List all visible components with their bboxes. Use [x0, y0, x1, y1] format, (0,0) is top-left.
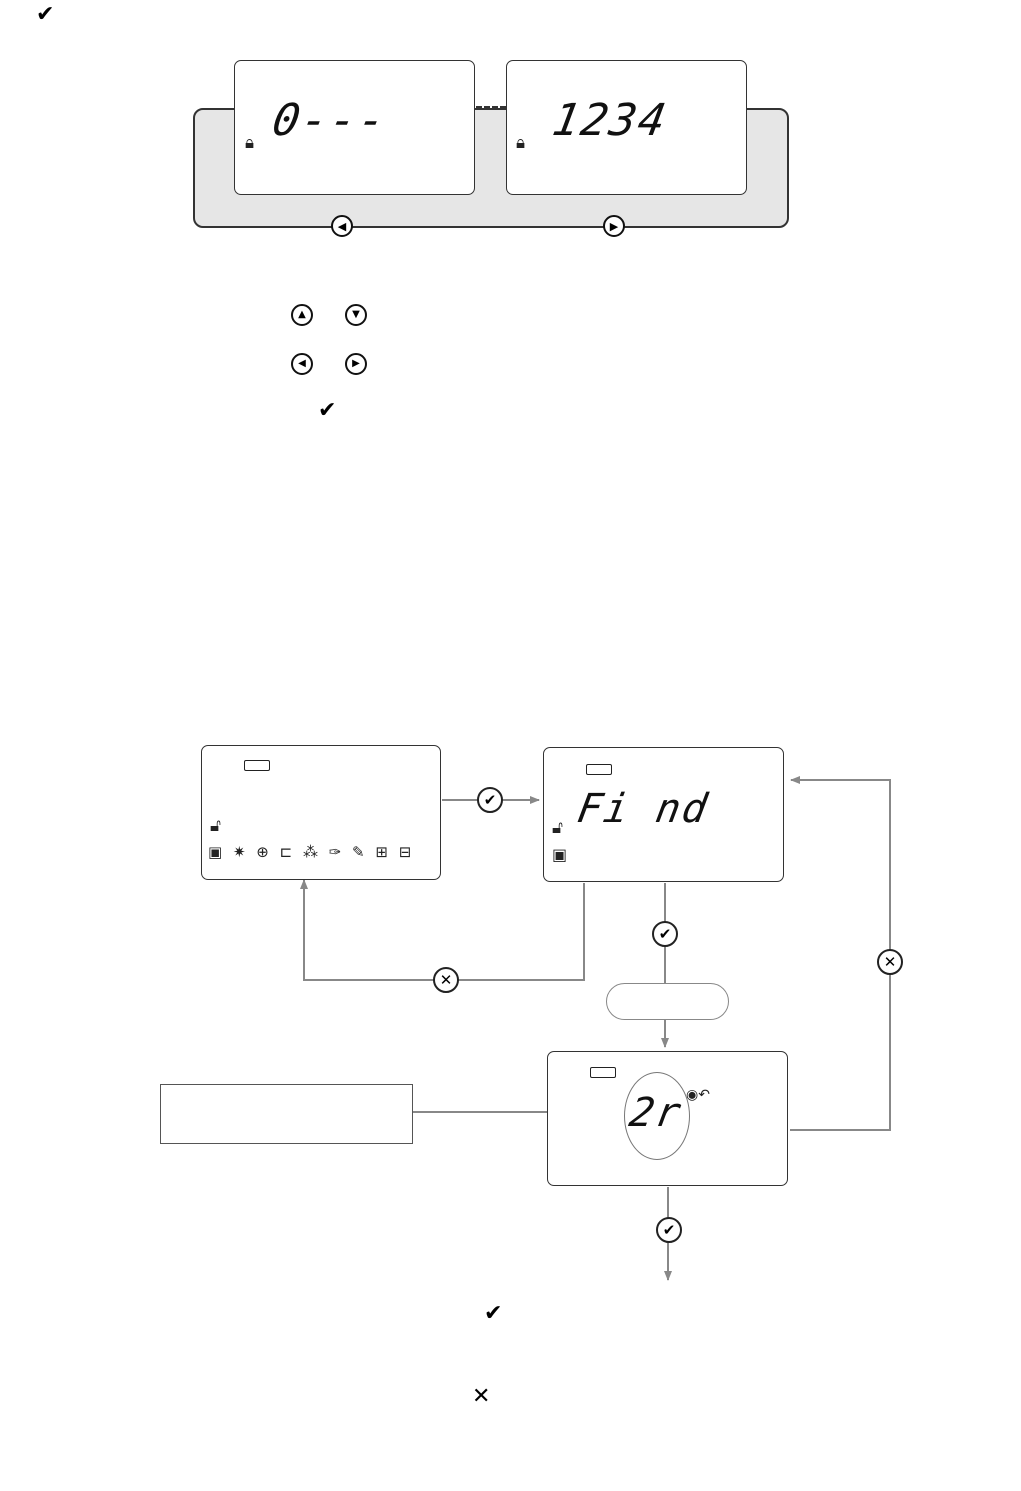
battery-icon	[586, 764, 612, 775]
check-button[interactable]: ✔	[477, 787, 503, 813]
result-highlight-ellipse	[624, 1072, 690, 1160]
lock-icon: 🔒︎	[245, 133, 255, 153]
unlock-icon: 🔓︎	[552, 818, 564, 838]
lock-icon: 🔒︎	[516, 133, 526, 153]
lcd-display-left: 🔒︎ 0---	[234, 60, 475, 195]
cross-icon: ✕	[472, 1384, 491, 1409]
searching-status-pill	[606, 983, 729, 1020]
lcd-result: 2r ◉↶	[547, 1051, 788, 1186]
check-button[interactable]: ✔	[656, 1217, 682, 1243]
check-icon: ✔	[484, 1301, 503, 1326]
battery-icon	[244, 760, 270, 771]
right-arrow-button[interactable]: ▶	[603, 215, 625, 237]
menu-icon: ▣	[552, 845, 568, 864]
check-icon: ✔	[318, 398, 337, 423]
arrow-find-to-menu	[300, 879, 585, 981]
right-arrow-button[interactable]: ▶	[345, 353, 367, 375]
check-icon: ✔	[36, 2, 55, 27]
battery-icon	[590, 1067, 616, 1078]
up-arrow-button[interactable]: ▲	[291, 304, 313, 326]
lcd-menu: 🔓︎ ▣ ✷ ⊕ ⊏ ⁂ ✑ ✎ ⊞ ⊟	[201, 745, 441, 880]
left-arrow-button[interactable]: ◀	[331, 215, 353, 237]
find-display: Fi nd	[573, 786, 713, 832]
dashed-connector	[476, 106, 506, 108]
lcd-find: Fi nd 🔓︎ ▣	[543, 747, 784, 882]
lcd-display-right: 🔒︎ 1234	[506, 60, 747, 195]
callout-box	[160, 1084, 413, 1144]
check-button[interactable]: ✔	[652, 921, 678, 947]
result-display: 2r	[625, 1090, 687, 1136]
left-arrow-button[interactable]: ◀	[291, 353, 313, 375]
signal-icon: ◉↶	[686, 1087, 710, 1103]
arrow-result-to-find	[790, 776, 891, 1131]
unlock-icon: 🔓︎	[210, 816, 222, 836]
cancel-button[interactable]: ✕	[877, 949, 903, 975]
down-arrow-button[interactable]: ▼	[345, 304, 367, 326]
cancel-button[interactable]: ✕	[433, 967, 459, 993]
menu-icon-row: ▣ ✷ ⊕ ⊏ ⁂ ✑ ✎ ⊞ ⊟	[208, 843, 415, 861]
